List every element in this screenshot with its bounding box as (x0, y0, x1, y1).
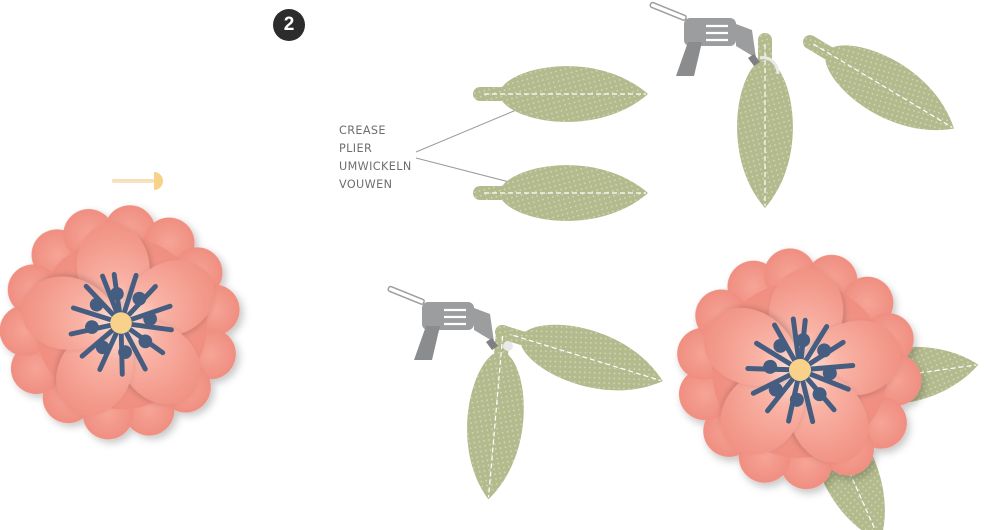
leaf-angled-down (459, 321, 533, 503)
paper-flower-right (664, 238, 934, 500)
glue-gun-icon (648, 0, 762, 78)
crease-label-en: CREASE (339, 124, 386, 137)
crease-label-nl: VOUWEN (339, 178, 393, 191)
crease-label-de: UMWICKELN (339, 160, 412, 173)
glue-drop (503, 341, 513, 351)
glue-gun-icon (386, 284, 500, 362)
stamen-pin-icon (112, 172, 163, 190)
paper-flower-left (0, 190, 255, 455)
leaf-diagonal-top-right (789, 13, 969, 154)
crease-label-fr: PLIER (339, 142, 373, 155)
leaf-bottom (472, 164, 649, 222)
crease-label-list: CREASE PLIER UMWICKELN VOUWEN (339, 122, 412, 194)
glue-drop (759, 56, 780, 75)
step-number-badge: 2 (273, 9, 305, 41)
leaf-top (472, 65, 649, 123)
